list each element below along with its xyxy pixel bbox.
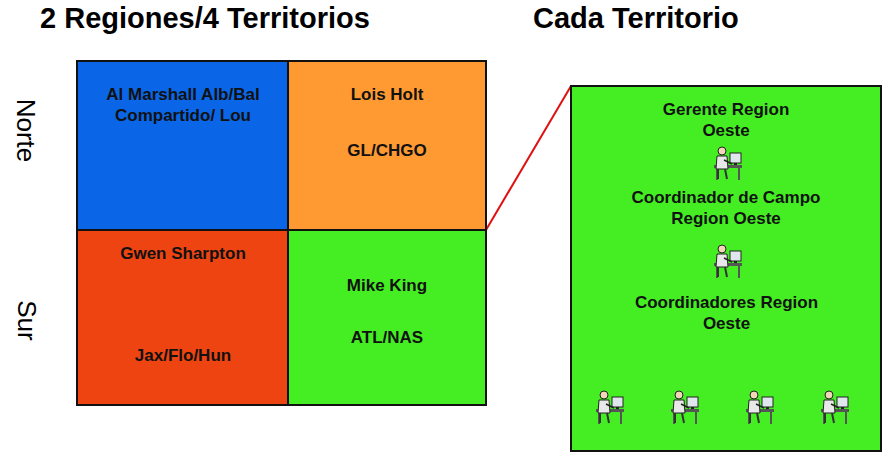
node-heading: Al Marshall Alb/Bal Compartido/ Lou [93,84,273,126]
person-icon [596,391,624,424]
node-text: Jax/Flo/Hun [93,345,273,366]
territory-box: Lois HoltGL/CHGO [287,60,487,231]
node-text: Coordinadores Region Oeste [609,292,844,334]
node-heading: Gwen Sharpton [108,243,258,264]
node-heading: Gerente Region Oeste [656,99,796,141]
node-text: GL/CHGO [297,140,477,161]
zoom-connector [486,86,571,230]
title-heading: Cada Territorio [533,2,739,35]
node-heading: Mike King [297,275,477,296]
staff-icons [572,87,880,450]
region-label: Norte [11,98,42,162]
territory-detail-box: Gerente Region OesteCoordinador de Campo… [570,85,882,452]
node-text: ATL/NAS [297,327,477,348]
person-icon [714,147,742,180]
territory-box: Mike KingATL/NAS [287,229,487,406]
title-heading: 2 Regiones/4 Territorios [40,2,370,35]
person-icon [714,245,742,278]
node-text: Coordinador de Campo Region Oeste [611,187,841,229]
node-heading: Lois Holt [297,84,477,105]
territory-box: Gwen SharptonJax/Flo/Hun [76,229,289,406]
region-label: Sur [11,300,42,340]
territory-box: Al Marshall Alb/Bal Compartido/ Lou [76,60,289,231]
person-icon [746,391,774,424]
person-icon [671,391,699,424]
person-icon [821,391,849,424]
